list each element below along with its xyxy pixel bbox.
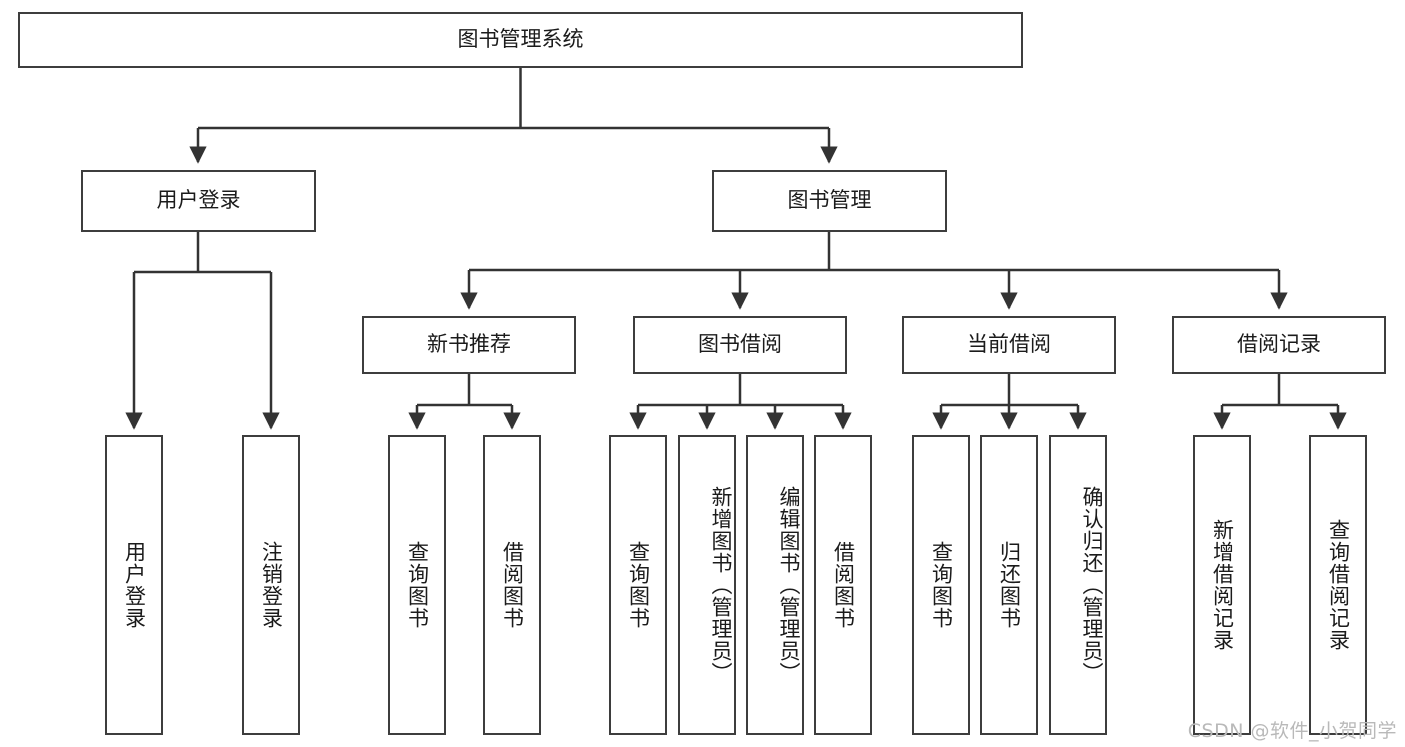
node-leaf-add-book[interactable]: 新增图书（管理员）	[678, 435, 736, 735]
watermark: CSDN @软件_小贺同学	[1187, 720, 1397, 742]
node-book-manage-label: 图书管理	[787, 188, 872, 213]
node-current-borrow-label: 当前借阅	[967, 332, 1051, 357]
node-leaf-query-book-3[interactable]: 查询图书	[912, 435, 970, 735]
node-leaf-query-record-label: 查询借阅记录	[1326, 519, 1351, 651]
node-leaf-user-login[interactable]: 用户登录	[105, 435, 163, 735]
node-leaf-user-logout[interactable]: 注销登录	[242, 435, 300, 735]
node-leaf-query-record[interactable]: 查询借阅记录	[1309, 435, 1367, 735]
node-leaf-user-logout-label: 注销登录	[259, 541, 284, 629]
node-borrow-record-label: 借阅记录	[1237, 332, 1321, 357]
node-leaf-borrow-book-1-label: 借阅图书	[500, 541, 525, 629]
node-root[interactable]: 图书管理系统	[18, 12, 1023, 68]
node-leaf-edit-book-label: 编辑图书（管理员）	[777, 486, 801, 684]
node-user-login-label: 用户登录	[156, 188, 241, 213]
node-leaf-query-book-1[interactable]: 查询图书	[388, 435, 446, 735]
node-leaf-confirm-return[interactable]: 确认归还（管理员）	[1049, 435, 1107, 735]
node-borrow-record[interactable]: 借阅记录	[1172, 316, 1386, 374]
node-leaf-return-book[interactable]: 归还图书	[980, 435, 1038, 735]
node-leaf-confirm-return-label: 确认归还（管理员）	[1080, 486, 1104, 684]
node-leaf-borrow-book-2[interactable]: 借阅图书	[814, 435, 872, 735]
node-leaf-user-login-label: 用户登录	[122, 541, 147, 629]
node-new-book-recommend-label: 新书推荐	[427, 332, 511, 357]
node-leaf-add-book-label: 新增图书（管理员）	[709, 486, 733, 684]
node-book-manage[interactable]: 图书管理	[712, 170, 947, 232]
node-leaf-edit-book[interactable]: 编辑图书（管理员）	[746, 435, 804, 735]
node-book-borrow[interactable]: 图书借阅	[633, 316, 847, 374]
node-leaf-query-book-2-label: 查询图书	[626, 541, 651, 629]
node-leaf-add-record-label: 新增借阅记录	[1210, 519, 1235, 651]
node-leaf-query-book-1-label: 查询图书	[405, 541, 430, 629]
node-leaf-add-record[interactable]: 新增借阅记录	[1193, 435, 1251, 735]
node-root-label: 图书管理系统	[457, 27, 584, 52]
node-leaf-borrow-book-1[interactable]: 借阅图书	[483, 435, 541, 735]
node-leaf-borrow-book-2-label: 借阅图书	[831, 541, 856, 629]
node-user-login[interactable]: 用户登录	[81, 170, 316, 232]
node-current-borrow[interactable]: 当前借阅	[902, 316, 1116, 374]
node-leaf-query-book-3-label: 查询图书	[929, 541, 954, 629]
node-book-borrow-label: 图书借阅	[698, 332, 782, 357]
node-new-book-recommend[interactable]: 新书推荐	[362, 316, 576, 374]
node-leaf-return-book-label: 归还图书	[997, 541, 1022, 629]
node-leaf-query-book-2[interactable]: 查询图书	[609, 435, 667, 735]
